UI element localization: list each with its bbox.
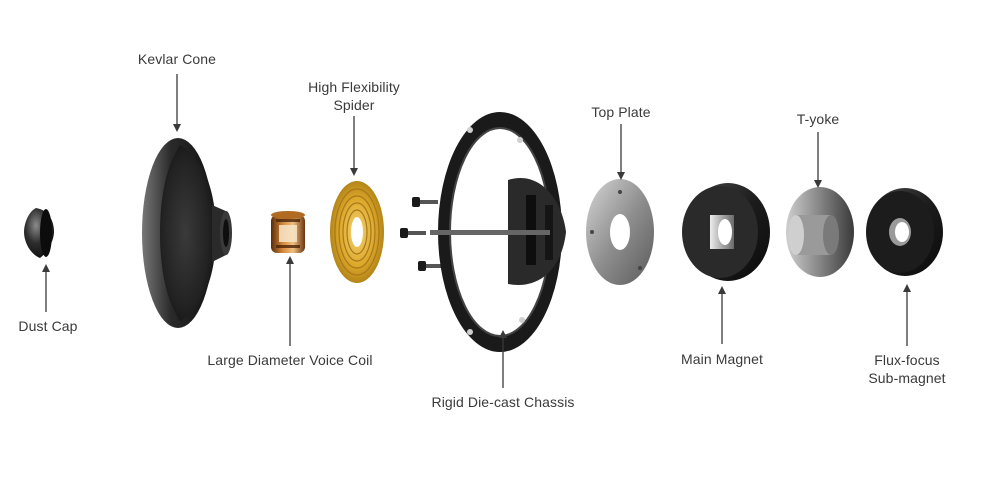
label-spider-line2: Spider — [333, 97, 375, 113]
spider-part — [330, 181, 384, 283]
screws-part — [400, 197, 444, 271]
label-kevlar-cone: Kevlar Cone — [137, 51, 217, 67]
label-voice-coil: Large Diameter Voice Coil — [207, 352, 373, 368]
label-chassis: Rigid Die-cast Chassis — [431, 394, 575, 410]
label-main-magnet: Main Magnet — [680, 351, 764, 367]
kevlar-cone-part — [142, 138, 232, 328]
label-top-plate: Top Plate — [591, 104, 651, 120]
chassis-part — [430, 112, 566, 352]
top-plate-part — [586, 179, 654, 285]
sub-magnet-part — [866, 188, 943, 276]
label-sub-magnet-line1: Flux-focus — [874, 352, 940, 368]
label-spider-line1: High Flexibility — [308, 79, 400, 95]
main-magnet-part — [682, 183, 770, 281]
arrows — [42, 74, 911, 388]
label-t-yoke: T-yoke — [796, 111, 840, 127]
voice-coil-part — [271, 211, 305, 253]
t-yoke-part — [786, 187, 854, 277]
label-sub-magnet-line2: Sub-magnet — [868, 370, 946, 386]
dust-cap-part — [24, 208, 54, 258]
label-dust-cap: Dust Cap — [18, 318, 78, 334]
